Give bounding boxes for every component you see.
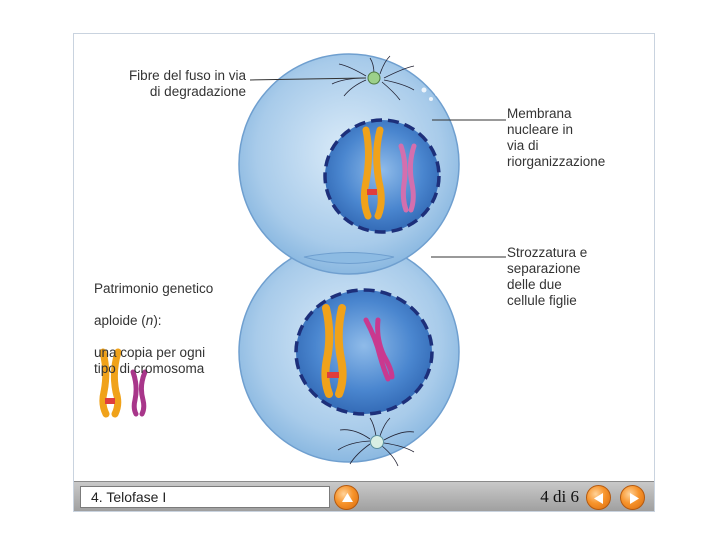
text-close-paren: ):	[153, 313, 162, 328]
cleavage-furrow	[303, 252, 395, 264]
phase-title: 4. Telofase I	[80, 486, 330, 508]
navigation-toolbar: 4. Telofase I 4 di 6	[74, 481, 654, 511]
up-button[interactable]	[334, 485, 359, 510]
symbol-n: n	[145, 313, 154, 328]
vesicle	[429, 97, 433, 101]
haploid-chromosome-small	[130, 369, 148, 417]
triangle-up-icon	[342, 493, 353, 502]
label-genetic-material-line1: Patrimonio genetico	[94, 281, 214, 296]
upper-chromosome-large	[360, 126, 385, 220]
upper-spindle-fibers	[331, 55, 415, 101]
label-constriction: Strozzatura e separazione delle due cell…	[507, 245, 588, 308]
text-haploid: aploide (	[94, 313, 146, 328]
page-total: 6	[570, 487, 580, 506]
label-nuclear-membrane: Membrana nucleare in via di riorganizzaz…	[507, 106, 606, 169]
label-genetic-material-rest: una copia per ogni tipo di cromosoma	[94, 345, 206, 376]
lower-spindle-fibers	[337, 417, 415, 467]
vesicle	[430, 268, 434, 272]
upper-nuclear-membrane	[323, 118, 441, 234]
lower-chromosome-small	[363, 317, 395, 382]
diagram-frame: Fibre del fuso in via di degradazione Me…	[73, 33, 655, 512]
triangle-left-icon	[594, 493, 603, 504]
lower-centrosome	[370, 435, 384, 449]
leader-line-spindle	[249, 77, 367, 81]
page-current: 4	[540, 487, 549, 506]
lower-chromosome-large	[321, 304, 347, 398]
vesicle	[435, 92, 439, 96]
vesicle	[424, 260, 428, 264]
page-of: di	[553, 487, 567, 506]
next-button[interactable]	[620, 485, 645, 510]
lower-nuclear-membrane	[294, 288, 434, 416]
label-spindle-fibers: Fibre del fuso in via di degradazione	[128, 68, 246, 99]
label-genetic-material: Patrimonio genetico aploide (n): una cop…	[94, 265, 213, 393]
vesicle	[421, 87, 427, 93]
upper-centrosome	[367, 71, 381, 85]
telophase-diagram	[99, 53, 506, 467]
upper-chromosome-small	[398, 143, 417, 213]
triangle-right-icon	[630, 493, 639, 504]
previous-button[interactable]	[586, 485, 611, 510]
label-genetic-material-line2: aploide (n):	[94, 313, 213, 329]
page-counter: 4 di 6	[529, 487, 579, 507]
haploid-chromosome-large	[99, 348, 122, 418]
